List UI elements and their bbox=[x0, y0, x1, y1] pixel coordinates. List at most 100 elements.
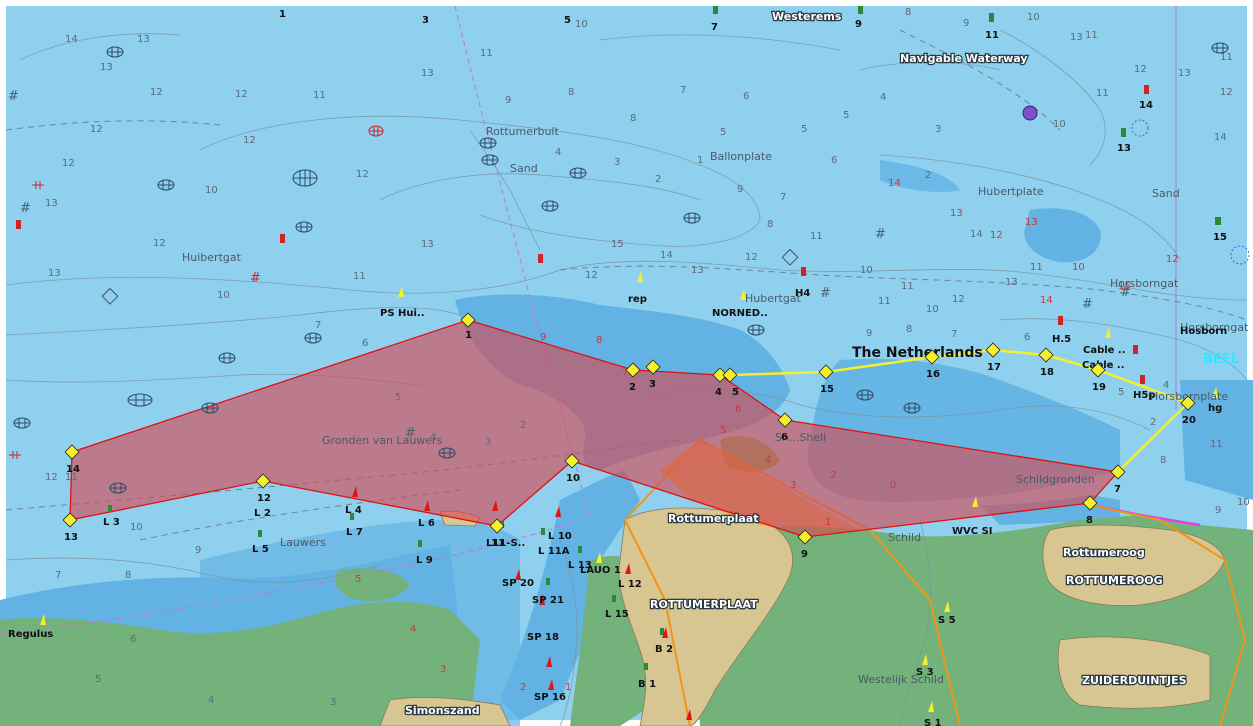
sounding: 11 bbox=[480, 48, 493, 59]
svg-text:#: # bbox=[250, 271, 261, 286]
label-7: 7 bbox=[711, 22, 718, 33]
waypoint-label: 4 bbox=[715, 387, 722, 398]
place-labels: 1 3 5 7 Westerems 9 11 Navigable Waterwa… bbox=[8, 9, 1249, 719]
waypoint-marker[interactable] bbox=[645, 359, 661, 375]
red-wreck-symbols bbox=[9, 125, 384, 459]
drying-soundings: 14 13 12 11 10 9 8 7 6 5 4 3 2 1 0 5 4 3… bbox=[355, 52, 1233, 693]
waypoint-marker[interactable] bbox=[62, 512, 78, 528]
sounding: 9 bbox=[540, 332, 546, 343]
waypoint-label: 7 bbox=[1114, 484, 1121, 495]
sounding: 11 bbox=[65, 472, 78, 483]
label-hubertgat: Hubertgat bbox=[745, 292, 802, 305]
sounding: 5 bbox=[1118, 387, 1124, 398]
sounding: 7 bbox=[680, 85, 686, 96]
label-hg: hg bbox=[1208, 403, 1222, 414]
buoy-label-sp18: SP 18 bbox=[527, 632, 559, 643]
sounding: 9 bbox=[505, 95, 511, 106]
waypoint-marker[interactable] bbox=[1038, 347, 1054, 363]
sounding: 11 bbox=[878, 296, 891, 307]
sounding: 5 bbox=[95, 674, 101, 685]
label-11: 11 bbox=[985, 30, 999, 41]
sounding: 13 bbox=[421, 239, 434, 250]
waypoint-marker[interactable] bbox=[777, 412, 793, 428]
waypoint-marker[interactable] bbox=[1110, 464, 1126, 480]
waypoint-label: 18 bbox=[1040, 367, 1054, 378]
waypoint-label: 17 bbox=[987, 362, 1001, 373]
label-14-right: 14 bbox=[1139, 100, 1153, 111]
sounding: 2 bbox=[655, 174, 661, 185]
label-ps-hui: PS Hui.. bbox=[380, 308, 425, 319]
sounding: 8 bbox=[630, 113, 636, 124]
sounding: 1 bbox=[697, 155, 703, 166]
waypoint-marker[interactable] bbox=[489, 518, 505, 534]
waypoint-label: 1 bbox=[465, 330, 472, 341]
label-westerems: Westerems bbox=[772, 10, 842, 23]
waypoint-label: 16 bbox=[926, 369, 940, 380]
label-13-right: 13 bbox=[1117, 143, 1131, 154]
sounding: 10 bbox=[860, 265, 873, 276]
label-horsborngat: Horsborngat bbox=[1110, 277, 1179, 290]
buoy-label-l13: L 13 bbox=[568, 560, 592, 571]
label-schild: Schild bbox=[888, 531, 921, 544]
sounding: 7 bbox=[951, 329, 957, 340]
waypoint-marker[interactable] bbox=[625, 362, 641, 378]
sounding: 15 bbox=[1118, 281, 1131, 292]
waypoint-marker[interactable] bbox=[985, 342, 1001, 358]
waypoint-marker[interactable] bbox=[1180, 395, 1196, 411]
label-westelijk-schild: Westelijk Schild bbox=[858, 673, 944, 686]
label-the-netherlands: The Netherlands bbox=[852, 345, 983, 361]
buoy-label-s1: S 1 bbox=[924, 718, 942, 726]
label-regulus: Regulus bbox=[8, 629, 53, 640]
sounding: 12 bbox=[356, 169, 369, 180]
label-5: 5 bbox=[564, 15, 571, 26]
waypoint-label: 13 bbox=[64, 532, 78, 543]
buoy-label-l2: L 2 bbox=[254, 508, 271, 519]
label-h5: H.5 bbox=[1052, 334, 1071, 345]
waypoint-label: 14 bbox=[66, 464, 80, 475]
svg-text:#: # bbox=[820, 286, 831, 301]
label-h4: H4 bbox=[795, 288, 810, 299]
waypoint-marker[interactable] bbox=[1082, 495, 1098, 511]
sounding: 9 bbox=[737, 184, 743, 195]
sounding: 4 bbox=[410, 624, 416, 635]
sounding: 14 bbox=[970, 229, 983, 240]
waypoint-marker[interactable] bbox=[1090, 362, 1106, 378]
route-leg-yellow[interactable] bbox=[729, 348, 1191, 473]
sounding: 13 bbox=[950, 208, 963, 219]
sounding: 5 bbox=[843, 110, 849, 121]
sounding: 11 bbox=[901, 281, 914, 292]
waypoint-marker[interactable] bbox=[924, 349, 940, 365]
sounding: 6 bbox=[130, 634, 136, 645]
label-hosborn: Hosborn bbox=[1180, 326, 1227, 337]
waypoint-marker[interactable] bbox=[712, 367, 728, 383]
waypoint-label: 9 bbox=[801, 549, 808, 560]
svg-text:#: # bbox=[875, 227, 886, 242]
sounding: 13 bbox=[691, 265, 704, 276]
waypoint-marker[interactable] bbox=[818, 364, 834, 380]
label-ballonplate: Ballonplate bbox=[710, 150, 772, 163]
sounding: 13 bbox=[1025, 217, 1038, 228]
sounding: 13 bbox=[1070, 32, 1083, 43]
label-schildgronden: Schildgronden bbox=[1016, 473, 1095, 486]
sounding: 11 bbox=[810, 231, 823, 242]
purple-wreck bbox=[1022, 105, 1038, 121]
waypoint-marker[interactable] bbox=[255, 473, 271, 489]
sounding: 3 bbox=[440, 664, 446, 675]
waypoint-marker[interactable] bbox=[722, 367, 738, 383]
waypoint-marker[interactable] bbox=[64, 444, 80, 460]
waypoint-marker[interactable] bbox=[564, 453, 580, 469]
buoy-label-l12: L 12 bbox=[618, 579, 642, 590]
waypoint-marker[interactable] bbox=[797, 529, 813, 545]
buoy-label-l5: L 5 bbox=[252, 544, 269, 555]
svg-text:#: # bbox=[1082, 297, 1093, 312]
sounding: 12 bbox=[150, 87, 163, 98]
sounding: 7 bbox=[315, 320, 321, 331]
sounding: 12 bbox=[990, 230, 1003, 241]
sounding: 11 bbox=[1210, 439, 1223, 450]
sounding: 10 bbox=[1237, 497, 1250, 508]
waypoint-marker[interactable] bbox=[460, 312, 476, 328]
waypoint-label: 10 bbox=[566, 473, 580, 484]
depth-soundings: 14 13 12 13 12 12 13 12 11 12 10 12 13 1… bbox=[45, 7, 1250, 708]
